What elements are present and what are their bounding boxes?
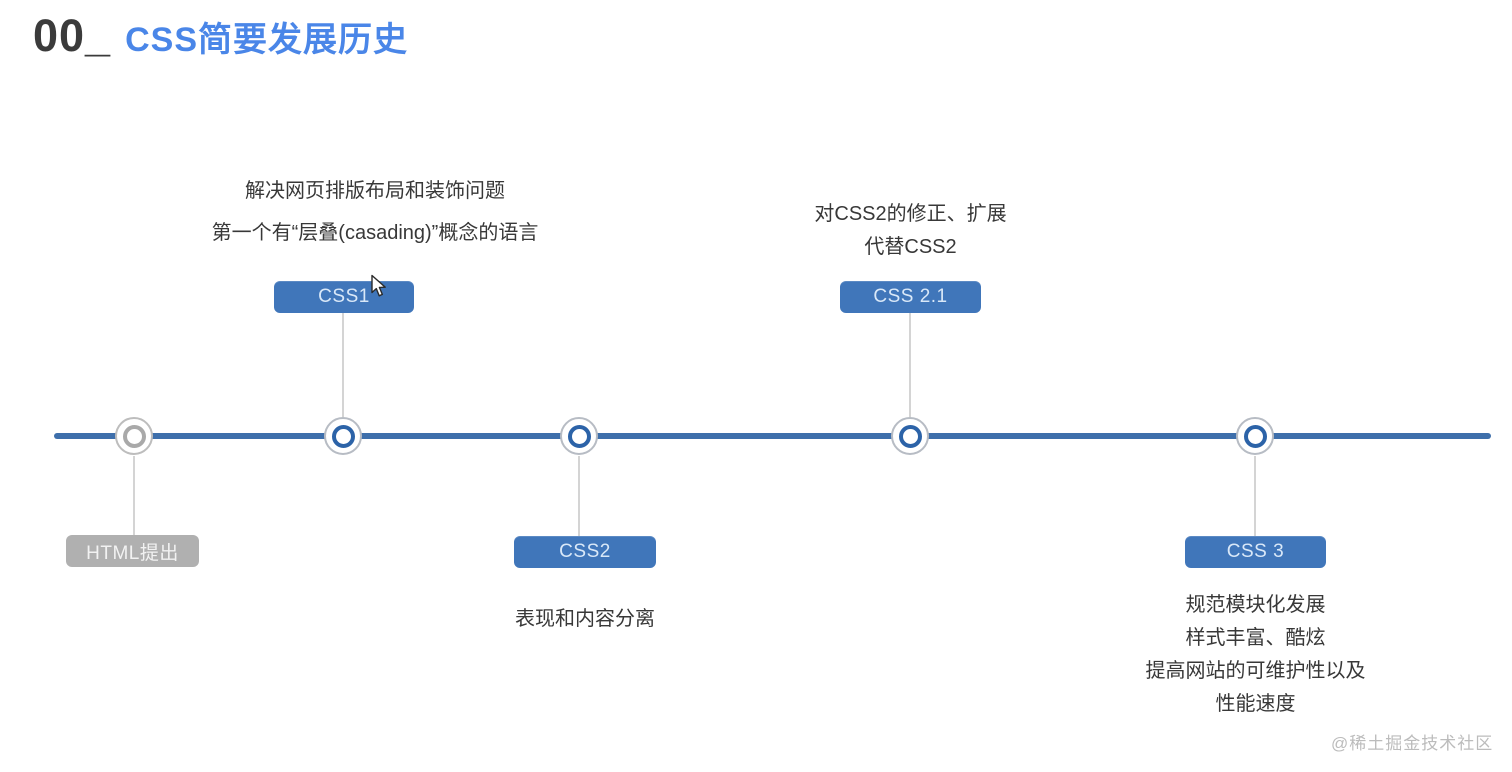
connector-css21: [909, 313, 911, 417]
annotation-line: 解决网页排版布局和装饰问题: [245, 180, 505, 202]
annotation-css3: 规范模块化发展 样式丰富、酷炫 提高网站的可维护性以及 性能速度: [1115, 595, 1396, 727]
annotation-line: 规范模块化发展: [1185, 594, 1326, 616]
tag-label: CSS2: [559, 541, 611, 562]
timeline-tag-css21: CSS 2.1: [840, 281, 981, 313]
tag-label: HTML提出: [86, 542, 179, 564]
tag-label: CSS 2.1: [873, 286, 948, 307]
node-inner-circle: [898, 424, 922, 448]
annotation-line: 第一个有“层叠(casading)”概念的语言: [211, 222, 539, 244]
timeline-node-html: [115, 417, 153, 455]
connector-html: [133, 456, 135, 535]
annotation-line: 样式丰富、酷炫: [1185, 627, 1326, 649]
tag-label: CSS1: [318, 286, 370, 307]
node-inner-circle: [331, 424, 355, 448]
annotation-css2: 表现和内容分离: [485, 609, 685, 629]
connector-css2: [578, 456, 580, 536]
timeline-tag-css2: CSS2: [514, 536, 656, 568]
timeline-tag-css3: CSS 3: [1185, 536, 1326, 568]
node-inner-circle: [567, 424, 591, 448]
timeline-node-css2: [560, 417, 598, 455]
timeline-node-css21: [891, 417, 929, 455]
annotation-line: 代替CSS2: [864, 236, 957, 258]
node-inner-circle: [1243, 424, 1267, 448]
node-inner-circle: [122, 424, 146, 448]
page-title: 00_ CSS简要发展历史: [33, 10, 408, 62]
timeline-node-css1: [324, 417, 362, 455]
timeline-tag-css1: CSS1: [274, 281, 414, 313]
title-number: 00_: [33, 10, 112, 61]
mouse-cursor-icon: [369, 274, 390, 303]
timeline-axis: [54, 433, 1491, 439]
watermark-text: @稀土掘金技术社区: [1331, 734, 1494, 753]
connector-css1: [342, 313, 344, 417]
title-text: CSS简要发展历史: [125, 21, 409, 59]
annotation-line: 表现和内容分离: [515, 608, 655, 630]
tag-label: CSS 3: [1226, 541, 1285, 562]
annotation-line: 对CSS2的修正、扩展: [814, 203, 1007, 225]
annotation-line: 性能速度: [1215, 693, 1296, 715]
annotation-line: 提高网站的可维护性以及: [1145, 660, 1366, 682]
annotation-css1: 解决网页排版布局和装饰问题 第一个有“层叠(casading)”概念的语言: [195, 181, 555, 265]
timeline-tag-html: HTML提出: [66, 535, 199, 567]
annotation-css21: 对CSS2的修正、扩展 代替CSS2: [790, 204, 1031, 270]
connector-css3: [1254, 456, 1256, 536]
timeline-node-css3: [1236, 417, 1274, 455]
